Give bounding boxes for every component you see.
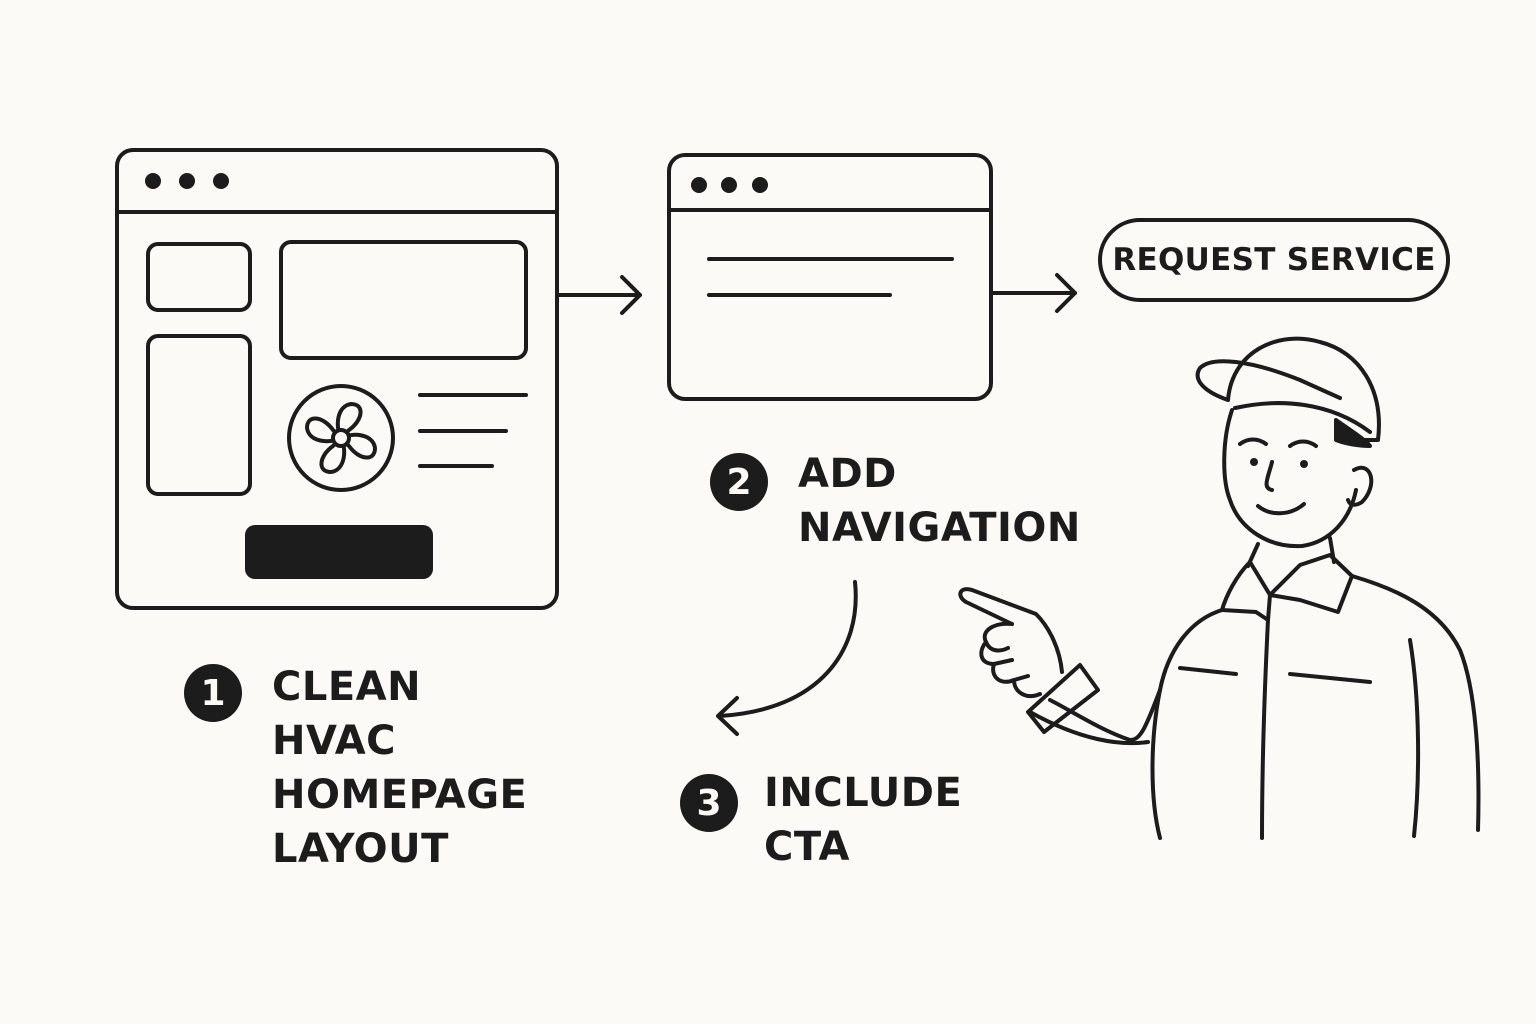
fan-icon	[287, 384, 395, 492]
request-service-button[interactable]: REQUEST SERVICE	[1098, 218, 1450, 302]
step-2: 2 ADD NAVIGATION	[710, 447, 1081, 555]
window-dots-icon	[145, 173, 229, 189]
step-3-line: INCLUDE	[764, 770, 963, 816]
step-3-line: CTA	[764, 824, 850, 870]
step-1-line: HOMEPAGE	[272, 772, 528, 818]
curved-arrow-icon	[716, 580, 858, 736]
technician-illustration	[958, 336, 1481, 840]
step-3-label: INCLUDE CTA	[764, 766, 962, 874]
layout-block-hero	[279, 240, 528, 360]
arrow-right-icon	[991, 273, 1077, 313]
window-dots-icon	[691, 177, 768, 193]
step-number-badge: 1	[184, 664, 242, 722]
layout-block-small	[146, 242, 252, 312]
step-1-label: CLEAN HVAC HOMEPAGE LAYOUT	[272, 660, 527, 876]
step-number-badge: 2	[710, 453, 768, 511]
step-2-line: ADD	[798, 451, 897, 497]
step-1-line: LAYOUT	[272, 826, 449, 872]
layout-button-block	[245, 525, 433, 579]
step-2-line: NAVIGATION	[798, 505, 1081, 551]
step-1-line: HVAC	[272, 718, 397, 764]
navigation-browser-icon	[667, 153, 993, 401]
step-number-badge: 3	[680, 774, 738, 832]
homepage-layout-browser-icon	[115, 148, 559, 610]
step-1: 1 CLEAN HVAC HOMEPAGE LAYOUT	[184, 660, 527, 876]
step-1-line: CLEAN	[272, 664, 422, 710]
step-2-label: ADD NAVIGATION	[798, 447, 1081, 555]
step-3: 3 INCLUDE CTA	[680, 766, 962, 874]
arrow-right-icon	[557, 275, 642, 315]
layout-block-sidebar	[146, 334, 252, 496]
